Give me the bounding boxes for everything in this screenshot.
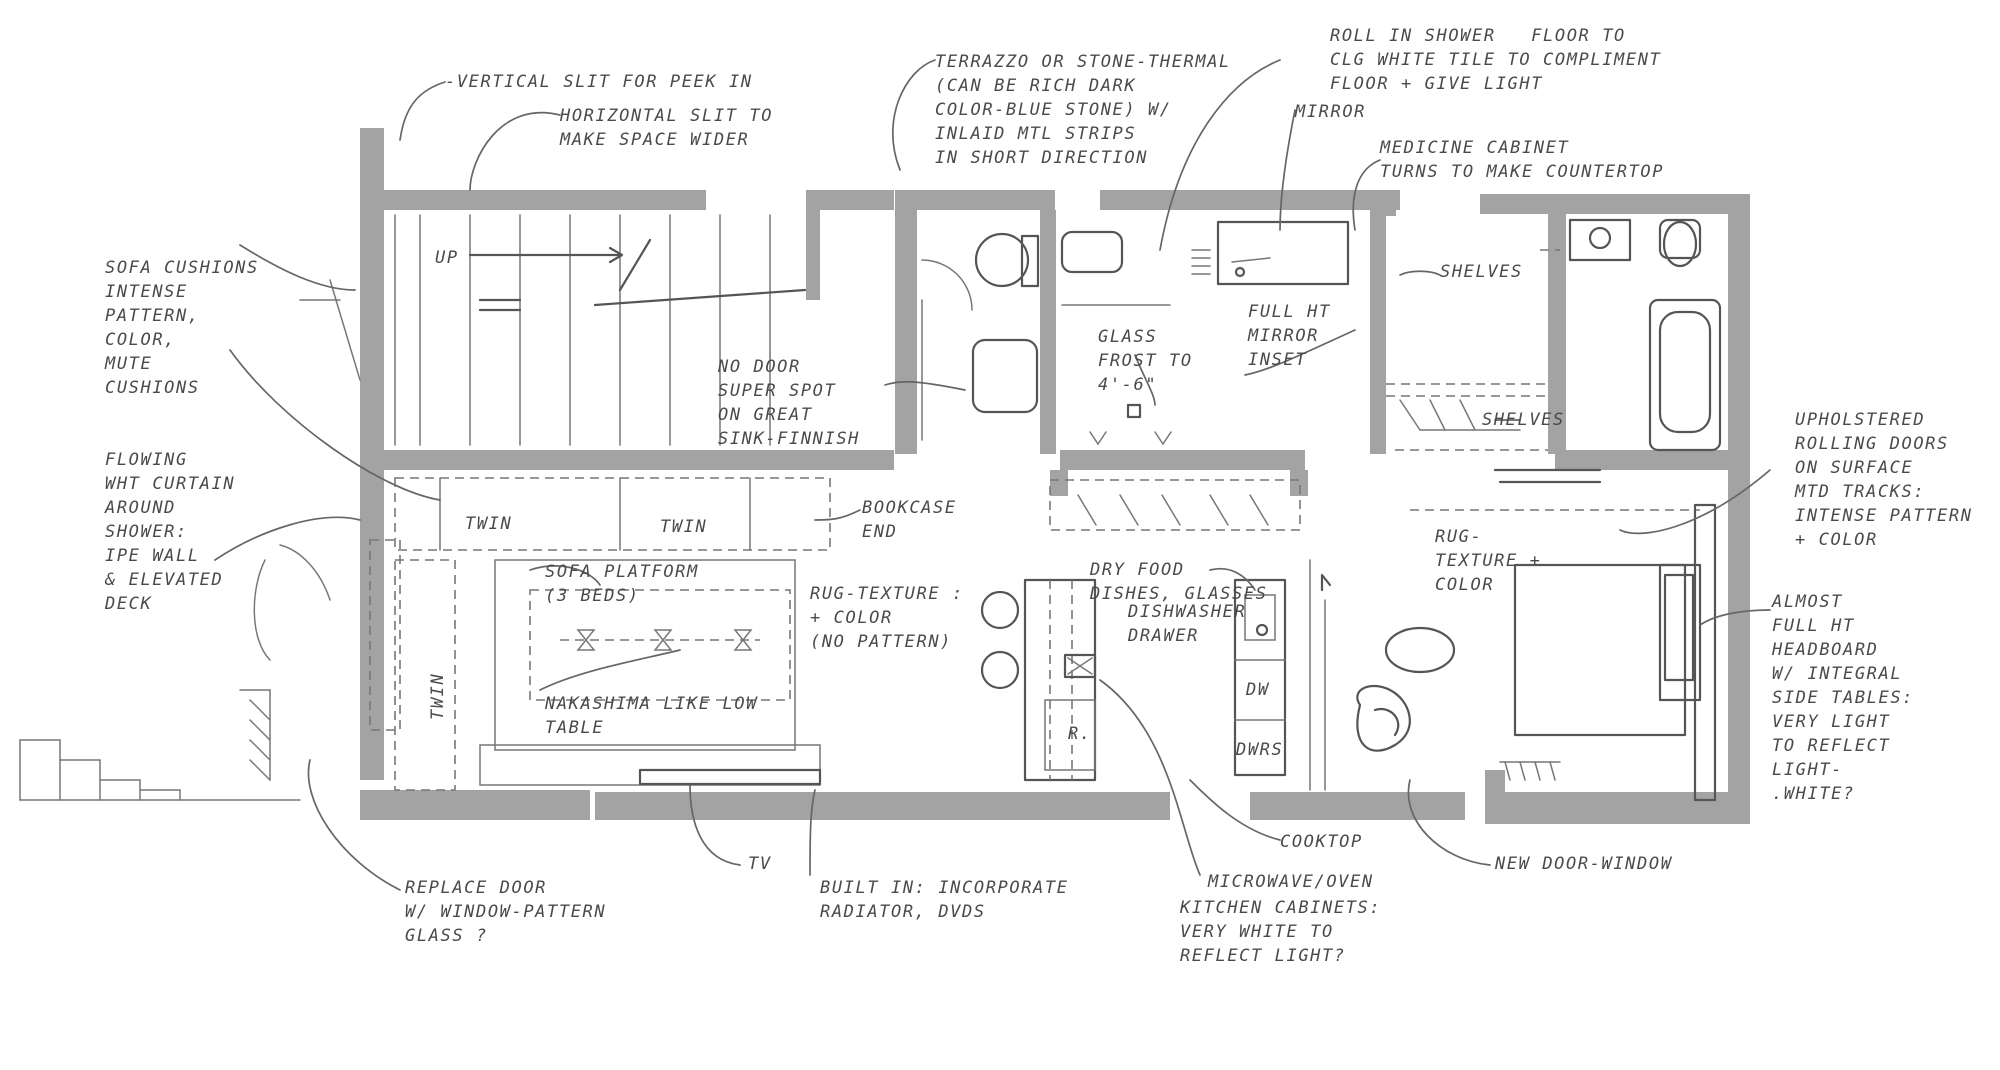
label-refrigerator: R. bbox=[1068, 724, 1092, 744]
annotation-mirror: MIRROR bbox=[1295, 102, 1367, 122]
annotation-upholstered-doors: UPHOLSTERED ROLLING DOORS ON SURFACE MTD… bbox=[1795, 410, 1973, 550]
annotation-horizontal-slit: HORIZONTAL SLIT TO MAKE SPACE WIDER bbox=[560, 106, 774, 150]
powder-room bbox=[921, 232, 1040, 441]
closet-shelves bbox=[1386, 383, 1548, 451]
annotation-shelves-lower: SHELVES bbox=[1482, 410, 1565, 430]
label-twin-3: TWIN bbox=[428, 672, 448, 720]
exterior-deck bbox=[19, 279, 361, 801]
bathroom-2 bbox=[1540, 218, 1722, 452]
shower bbox=[1060, 220, 1350, 446]
annotation-microwave-oven: MICROWAVE/OVEN bbox=[1208, 872, 1374, 892]
annotation-tv: TV bbox=[748, 854, 772, 874]
annotation-full-ht-mirror: FULL HT MIRROR INSET bbox=[1248, 302, 1331, 370]
label-twin-1: TWIN bbox=[465, 514, 513, 534]
kitchen bbox=[980, 479, 1332, 791]
annotation-shelves-upper: SHELVES bbox=[1440, 262, 1523, 282]
label-twin-2: TWIN bbox=[660, 517, 708, 537]
annotation-rug-living: RUG-TEXTURE : + COLOR (NO PATTERN) bbox=[810, 584, 964, 652]
annotation-vertical-slit: -VERTICAL SLIT FOR PEEK IN bbox=[445, 72, 753, 92]
annotation-glass-frost: GLASS FROST TO 4'-6" bbox=[1098, 327, 1193, 395]
annotation-cooktop: COOKTOP bbox=[1280, 832, 1363, 852]
annotation-dishwasher-drawer: DISHWASHER DRAWER bbox=[1128, 602, 1247, 646]
annotation-no-door: NO DOOR SUPER SPOT ON GREAT SINK-FINNISH bbox=[718, 357, 861, 449]
annotation-dry-food: DRY FOOD DISHES, GLASSES bbox=[1090, 560, 1268, 604]
living-area bbox=[369, 477, 831, 791]
leader-lines bbox=[214, 59, 1771, 891]
stair bbox=[394, 214, 807, 446]
annotation-sofa-platform: SOFA PLATFORM (3 BEDS) bbox=[545, 562, 699, 606]
annotation-roll-in-shower: ROLL IN SHOWER FLOOR TO CLG WHITE TILE T… bbox=[1330, 26, 1662, 94]
annotation-built-in: BUILT IN: INCORPORATE RADIATOR, DVDS bbox=[820, 878, 1069, 922]
annotation-kitchen-cabinets: KITCHEN CABINETS: VERY WHITE TO REFLECT … bbox=[1180, 898, 1382, 966]
annotation-sofa-cushions: SOFA CUSHIONS INTENSE PATTERN, COLOR, MU… bbox=[105, 258, 259, 398]
annotation-flowing-curtain: FLOWING WHT CURTAIN AROUND SHOWER: IPE W… bbox=[105, 450, 236, 614]
annotation-terrazzo: TERRAZZO OR STONE-THERMAL (CAN BE RICH D… bbox=[935, 52, 1231, 168]
annotation-medicine-cabinet: MEDICINE CABINET TURNS TO MAKE COUNTERTO… bbox=[1380, 138, 1665, 182]
annotation-rug-bedroom: RUG- TEXTURE + COLOR bbox=[1435, 527, 1542, 595]
annotation-headboard: ALMOST FULL HT HEADBOARD W/ INTEGRAL SID… bbox=[1772, 592, 1915, 804]
walls bbox=[360, 128, 1750, 824]
label-stair-up: UP bbox=[435, 248, 459, 268]
annotation-new-door-window: NEW DOOR-WINDOW bbox=[1495, 854, 1673, 874]
label-drawers: DWRS bbox=[1236, 740, 1284, 760]
annotation-replace-door: REPLACE DOOR W/ WINDOW-PATTERN GLASS ? bbox=[405, 878, 607, 946]
bedroom bbox=[1356, 468, 1717, 802]
annotation-nakashima-table: NAKASHIMA LIKE LOW TABLE bbox=[545, 694, 759, 738]
annotation-bookcase-end: BOOKCASE END bbox=[862, 498, 957, 542]
label-dishwasher: DW bbox=[1246, 680, 1270, 700]
